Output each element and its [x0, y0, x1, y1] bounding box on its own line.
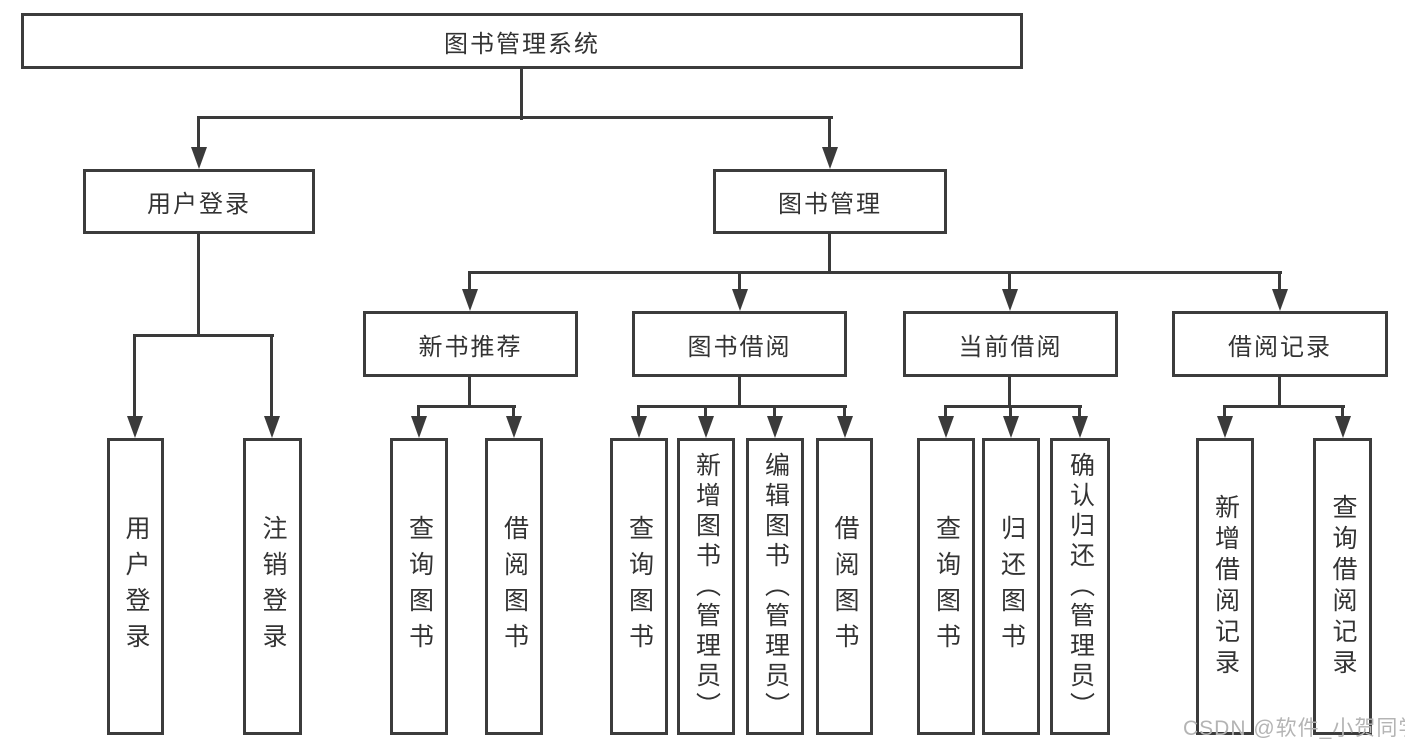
arrowhead-down-icon — [767, 416, 783, 438]
connector-segment — [637, 405, 847, 408]
arrowhead-down-icon — [631, 416, 647, 438]
connector-segment — [133, 334, 274, 337]
node-label: 借阅图书 — [500, 514, 529, 659]
connector-segment — [1341, 405, 1344, 419]
arrowhead-down-icon — [732, 289, 748, 311]
leaf-borrow-books-borrowing: 借阅图书 — [816, 438, 873, 735]
connector-segment — [1278, 377, 1281, 408]
node-label: 图书管理系统 — [444, 30, 600, 58]
node-label: 新增借阅记录 — [1211, 493, 1240, 680]
arrowhead-down-icon — [1072, 416, 1088, 438]
arrowhead-down-icon — [1272, 289, 1288, 311]
arrowhead-down-icon — [698, 416, 714, 438]
connector-segment — [270, 334, 273, 418]
arrowhead-down-icon — [822, 147, 838, 169]
arrowhead-down-icon — [191, 147, 207, 169]
connector-segment — [1078, 405, 1081, 419]
connector-segment — [843, 405, 846, 419]
node-book-borrowing: 图书借阅 — [632, 311, 847, 377]
node-label: 借阅记录 — [1228, 333, 1332, 361]
node-label: 当前借阅 — [958, 333, 1063, 361]
leaf-query-books-recommend: 查询图书 — [390, 438, 448, 735]
node-book-management: 图书管理 — [713, 169, 947, 234]
connector-segment — [197, 116, 200, 150]
node-label: 图书管理 — [778, 191, 882, 218]
arrowhead-down-icon — [462, 289, 478, 311]
node-label: 新增图书（管理员） — [692, 451, 721, 722]
node-borrowing-records: 借阅记录 — [1172, 311, 1388, 377]
connector-segment — [1008, 377, 1011, 408]
node-user-login: 用户登录 — [83, 169, 315, 234]
node-label: 确认归还（管理员） — [1066, 451, 1095, 722]
connector-segment — [197, 116, 833, 119]
connector-segment — [520, 68, 523, 120]
node-label: 查询图书 — [932, 514, 961, 659]
arrowhead-down-icon — [938, 416, 954, 438]
connector-segment — [417, 405, 420, 419]
connector-segment — [417, 405, 516, 408]
arrowhead-down-icon — [1335, 416, 1351, 438]
leaf-query-books-current: 查询图书 — [917, 438, 975, 735]
leaf-return-books: 归还图书 — [982, 438, 1040, 735]
leaf-user-login: 用户登录 — [107, 438, 164, 735]
connector-segment — [133, 334, 136, 418]
node-current-borrowing: 当前借阅 — [903, 311, 1118, 377]
node-label: 查询图书 — [405, 514, 434, 659]
arrowhead-down-icon — [506, 416, 522, 438]
arrowhead-down-icon — [1002, 289, 1018, 311]
arrowhead-down-icon — [264, 416, 280, 438]
connector-segment — [1008, 271, 1011, 291]
connector-segment — [738, 271, 741, 291]
connector-segment — [1223, 405, 1345, 408]
leaf-borrow-books-recommend: 借阅图书 — [485, 438, 543, 735]
connector-segment — [828, 116, 831, 150]
node-new-book-recommendation: 新书推荐 — [363, 311, 578, 377]
connector-segment — [197, 233, 200, 337]
leaf-add-books-admin: 新增图书（管理员） — [677, 438, 735, 735]
connector-segment — [1223, 405, 1226, 419]
connector-segment — [828, 233, 831, 274]
watermark: CSDN @软件_小贺同学 — [1183, 717, 1405, 740]
node-label: 借阅图书 — [831, 514, 859, 659]
connector-segment — [468, 377, 471, 408]
leaf-query-borrow-record: 查询借阅记录 — [1313, 438, 1372, 735]
connector-segment — [738, 377, 741, 408]
node-label: 注销登录 — [259, 514, 287, 659]
arrowhead-down-icon — [1217, 416, 1233, 438]
node-label: 编辑图书（管理员） — [761, 451, 790, 722]
node-label: 查询图书 — [625, 514, 654, 659]
node-label: 归还图书 — [997, 514, 1026, 659]
connector-segment — [468, 271, 471, 291]
leaf-add-borrow-record: 新增借阅记录 — [1196, 438, 1254, 735]
leaf-confirm-return-admin: 确认归还（管理员） — [1050, 438, 1110, 735]
arrowhead-down-icon — [127, 416, 143, 438]
node-label: 查询借阅记录 — [1329, 493, 1357, 680]
connector-segment — [773, 405, 776, 419]
node-label: 用户登录 — [147, 191, 251, 218]
node-library-management-system: 图书管理系统 — [21, 13, 1023, 69]
leaf-logout: 注销登录 — [243, 438, 302, 735]
leaf-edit-books-admin: 编辑图书（管理员） — [746, 438, 804, 735]
node-label: 用户登录 — [122, 514, 150, 659]
connector-segment — [704, 405, 707, 419]
leaf-query-books-borrowing: 查询图书 — [610, 438, 668, 735]
connector-segment — [468, 271, 1282, 274]
node-label: 新书推荐 — [418, 333, 523, 361]
node-label: 图书借阅 — [687, 333, 792, 361]
arrowhead-down-icon — [411, 416, 427, 438]
connector-segment — [1009, 405, 1012, 419]
connector-segment — [944, 405, 947, 419]
connector-segment — [637, 405, 640, 419]
connector-segment — [512, 405, 515, 419]
arrowhead-down-icon — [1003, 416, 1019, 438]
connector-segment — [1278, 271, 1281, 291]
connector-segment — [944, 405, 1082, 408]
arrowhead-down-icon — [837, 416, 853, 438]
